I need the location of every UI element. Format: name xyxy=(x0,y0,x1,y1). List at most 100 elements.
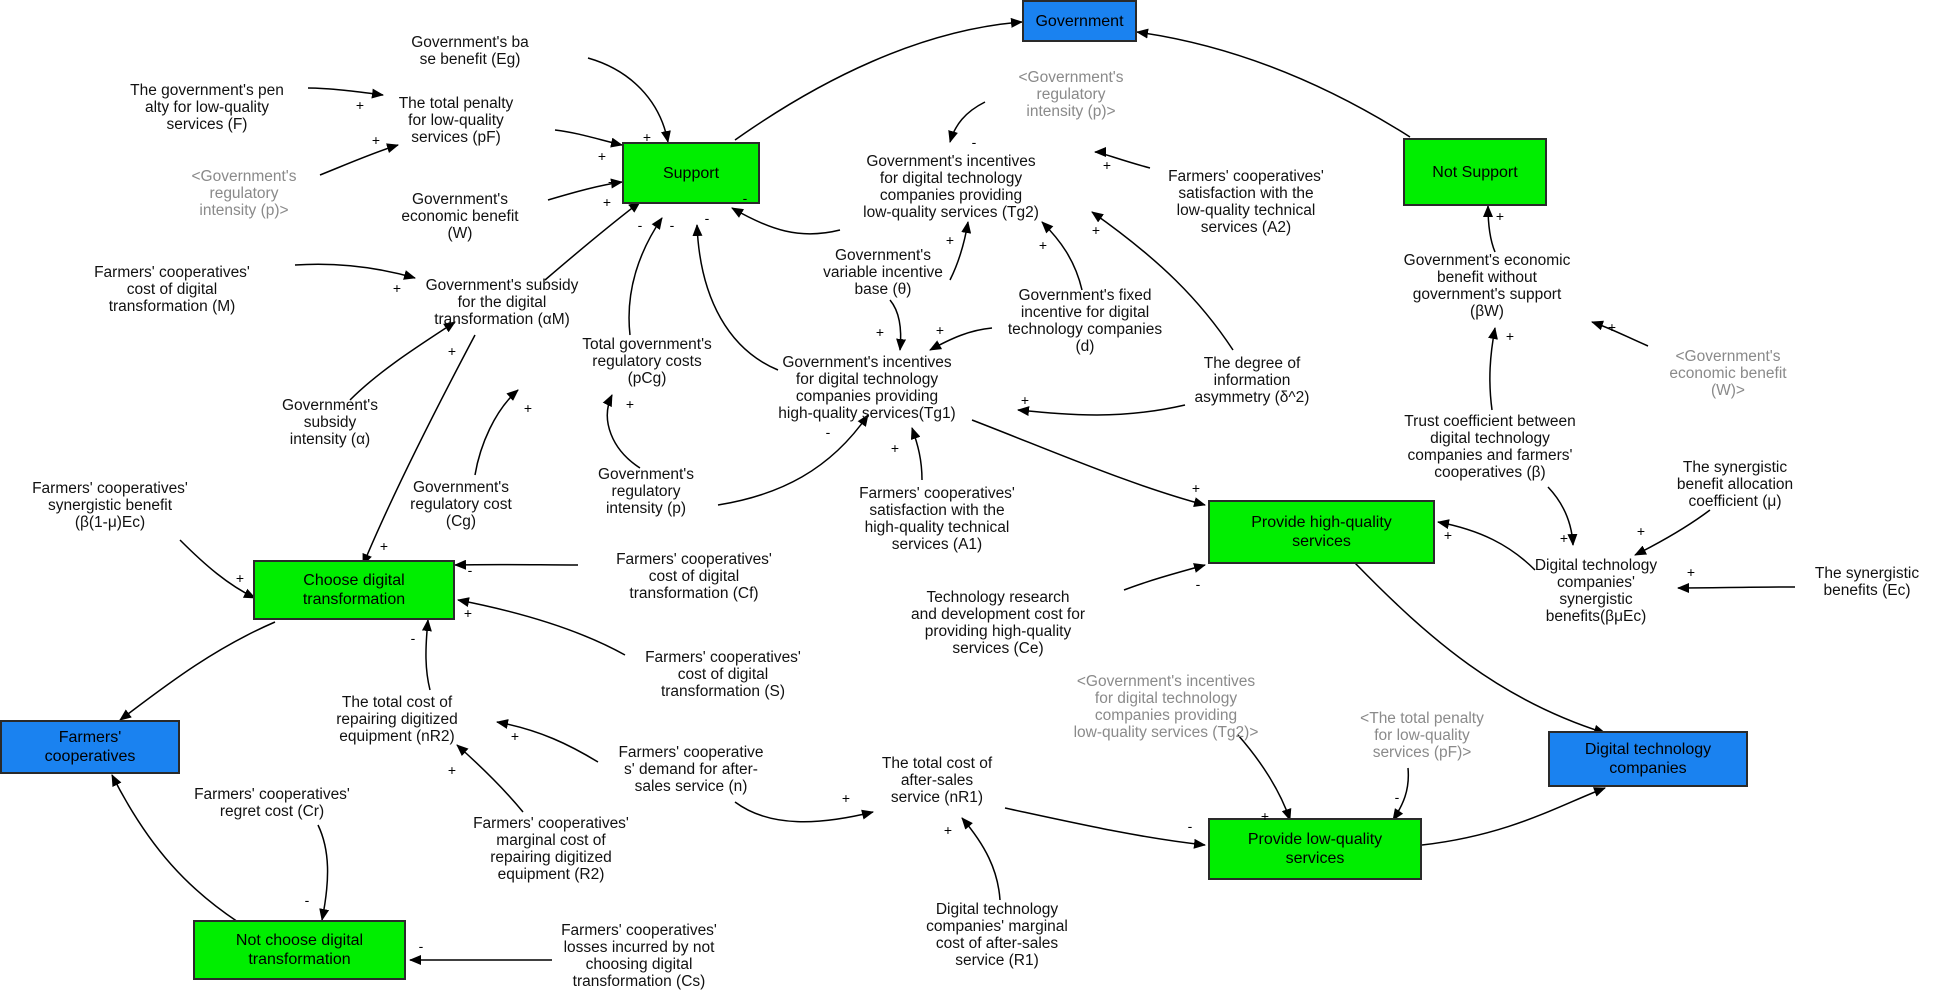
var-gov-subsidy: Government's subsidy for the digital tra… xyxy=(425,277,579,328)
var-incentive-low: Government's incentives for digital tech… xyxy=(863,153,1039,221)
var-repair-marginal: Farmers' cooperatives' marginal cost of … xyxy=(473,815,629,883)
arrow-penalty-to-totalpenalty xyxy=(307,87,384,99)
var-coop-cost-cf: Farmers' cooperatives' cost of digital t… xyxy=(616,551,772,602)
node-not-choose-digital[interactable]: Not choose digital transformation xyxy=(193,920,406,980)
node-provide-low-quality[interactable]: Provide low-quality services xyxy=(1208,818,1422,880)
arrow-asym-to-inchigh xyxy=(1017,404,1186,417)
node-farmers-cooperatives[interactable]: Farmers' cooperatives xyxy=(0,720,180,774)
arrow-shadoww-to-nosupportbenefit xyxy=(1591,320,1649,347)
arrow-regret-to-notchoose xyxy=(317,824,330,921)
polarity-minus: - xyxy=(467,562,473,578)
var-variable-base: Government's variable incentive base (θ) xyxy=(823,247,943,298)
polarity-plus: + xyxy=(597,148,607,164)
arrow-trust-to-nosupportbenefit xyxy=(1488,327,1498,411)
arrow-repair-to-choose xyxy=(421,619,432,691)
var-after-sales-marginal: Digital technology companies' marginal c… xyxy=(926,901,1068,969)
arrow-inclow-to-support xyxy=(731,207,841,235)
arrow-marginal1-to-aftersales xyxy=(961,817,1001,901)
polarity-minus: - xyxy=(1187,818,1193,834)
polarity-plus: + xyxy=(1191,480,1201,496)
arrow-regint-to-inchigh xyxy=(717,414,869,506)
var-losses-not-choosing: Farmers' cooperatives' losses incurred b… xyxy=(561,922,717,990)
polarity-plus: + xyxy=(510,728,520,744)
var-gov-econ-benefit: Government's economic benefit (W) xyxy=(401,191,519,242)
arrow-totalreg-to-support xyxy=(628,217,663,336)
polarity-plus: + xyxy=(642,129,652,145)
arrow-support-to-government xyxy=(734,17,1023,141)
arrow-shadowp-to-inclow xyxy=(948,101,986,143)
var-gov-base-benefit: Government's ba se benefit (Eg) xyxy=(411,34,529,68)
var-alloc-coef: The synergistic benefit allocation coeff… xyxy=(1676,459,1794,510)
polarity-plus: + xyxy=(1607,319,1617,335)
node-digital-technology-companies[interactable]: Digital technology companies xyxy=(1548,731,1748,787)
polarity-plus: + xyxy=(890,440,900,456)
var-trust-coef: Trust coefficient between digital techno… xyxy=(1404,413,1576,481)
arrow-costM-to-subsidy xyxy=(294,263,416,280)
arrow-varbase-to-inchigh xyxy=(889,299,907,351)
polarity-plus: + xyxy=(625,396,635,412)
arrow-demand-to-aftersales xyxy=(734,801,874,823)
polarity-plus: + xyxy=(1260,808,1270,824)
arrow-low-to-companies xyxy=(1421,787,1606,846)
var-reg-intensity: Government's regulatory intensity (p) xyxy=(598,466,694,517)
node-provide-high-quality[interactable]: Provide high-quality services xyxy=(1208,500,1435,564)
var-penalty-shadow: <The total penalty for low-quality servi… xyxy=(1360,710,1484,761)
var-total-penalty: The total penalty for low-quality servic… xyxy=(398,95,514,146)
arrow-asym-to-inclow xyxy=(1091,211,1234,351)
polarity-minus: - xyxy=(669,217,675,233)
arrow-totalpenalty-to-support xyxy=(554,129,623,148)
arrow-high-to-companies xyxy=(1354,562,1606,735)
polarity-plus: + xyxy=(1495,208,1505,224)
node-support[interactable]: Support xyxy=(622,142,760,204)
var-incentive-high: Government's incentives for digital tech… xyxy=(778,354,956,422)
var-econ-benefit-shadow: <Government's economic benefit (W)> xyxy=(1669,348,1787,399)
polarity-plus: + xyxy=(447,762,457,778)
var-rd-cost: Technology research and development cost… xyxy=(910,589,1086,657)
polarity-plus: + xyxy=(523,400,533,416)
polarity-plus: + xyxy=(841,790,851,806)
arrow-inclowshadow-to-low xyxy=(1237,734,1292,821)
arrow-notchoose-to-coops xyxy=(111,774,239,923)
var-regret-cost: Farmers' cooperatives' regret cost (Cr) xyxy=(194,786,350,820)
arrow-basebenefit-to-support xyxy=(587,57,671,143)
polarity-minus: - xyxy=(418,938,424,954)
arrow-inchigh-to-high xyxy=(971,419,1206,507)
polarity-minus: - xyxy=(742,190,748,206)
arrow-rd-to-high xyxy=(1123,563,1206,591)
polarity-plus: + xyxy=(1038,237,1048,253)
arrow-fixed-to-inclow xyxy=(1041,221,1083,291)
polarity-plus: + xyxy=(945,232,955,248)
arrow-inchigh-to-support xyxy=(692,224,779,371)
polarity-plus: + xyxy=(935,322,945,338)
polarity-minus: - xyxy=(704,210,710,226)
polarity-plus: + xyxy=(607,174,617,190)
node-choose-digital[interactable]: Choose digital transformation xyxy=(253,560,455,620)
arrow-intensity-to-subsidy xyxy=(349,321,456,401)
polarity-minus: - xyxy=(825,424,831,440)
arrow-subsidy-to-support xyxy=(544,201,641,281)
var-reg-intensity-shadow-2: <Government's regulatory intensity (p)> xyxy=(1018,69,1124,120)
polarity-plus: + xyxy=(379,538,389,554)
polarity-plus: + xyxy=(392,280,402,296)
polarity-plus: + xyxy=(235,570,245,586)
var-satisfaction-high: Farmers' cooperatives' satisfaction with… xyxy=(859,485,1015,553)
polarity-plus: + xyxy=(943,822,953,838)
node-government[interactable]: Government xyxy=(1022,0,1137,42)
arrow-regint-to-totalreg xyxy=(602,394,641,469)
var-gov-reg-cost: Government's regulatory cost (Cg) xyxy=(410,479,512,530)
arrow-demand-to-repair xyxy=(496,719,599,763)
polarity-minus: - xyxy=(1195,576,1201,592)
arrow-econbenefit-to-support xyxy=(547,178,623,201)
arrow-regcost-to-totalreg xyxy=(474,389,519,476)
polarity-plus: + xyxy=(1102,157,1112,173)
polarity-plus: + xyxy=(1636,523,1646,539)
polarity-plus: + xyxy=(1020,392,1030,408)
arrow-penaltyshadow-to-low xyxy=(1392,767,1410,821)
arrow-notsupport-to-government xyxy=(1136,28,1411,138)
polarity-plus: + xyxy=(1559,530,1569,546)
polarity-minus: - xyxy=(971,134,977,150)
arrow-aftersales-to-low xyxy=(1004,807,1206,849)
var-after-sales-total: The total cost of after-sales service (n… xyxy=(881,755,993,806)
node-not-support[interactable]: Not Support xyxy=(1403,138,1547,206)
